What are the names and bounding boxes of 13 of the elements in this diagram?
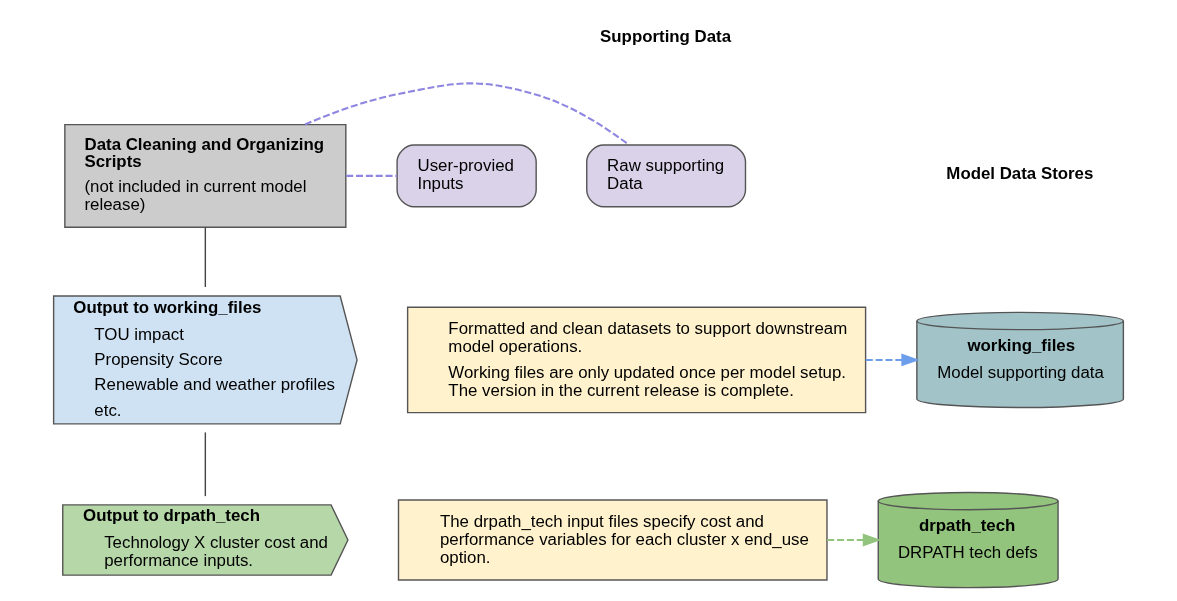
node-box: Data Cleaning and Organizing Scripts (not included in current model release) xyxy=(64,123,347,228)
node-box: Raw supporting Data xyxy=(586,144,747,208)
label: Model Data Stores xyxy=(946,163,1094,183)
node-box: User-provied Inputs xyxy=(396,144,537,208)
label: Supporting Data xyxy=(600,26,732,46)
connector xyxy=(204,226,207,288)
connector xyxy=(204,431,207,497)
connector xyxy=(304,82,630,146)
connector xyxy=(346,174,397,177)
node-box: The drpath_tech input files specify cost and performance variables for each cluster x end_use option. xyxy=(397,499,828,581)
node-box: Formatted and clean datasets to support downstream model operations. Working files are only updated once per model setup. The version in the current release is complete. xyxy=(406,306,867,414)
arrow xyxy=(827,533,882,547)
arrow xyxy=(865,353,920,367)
